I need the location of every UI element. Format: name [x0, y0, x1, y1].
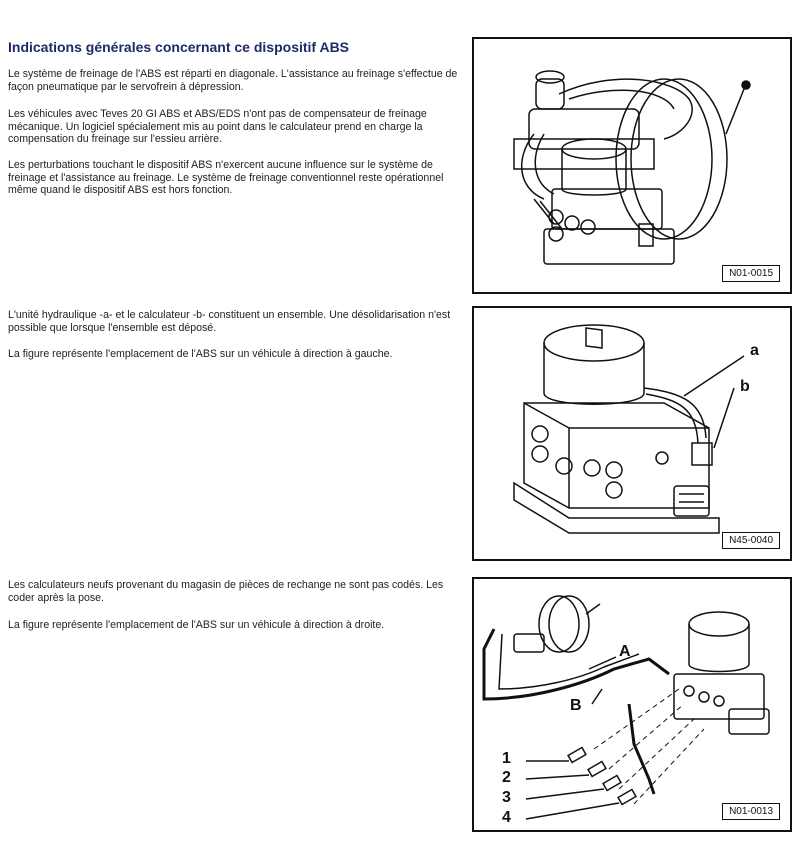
label-B: B — [570, 697, 582, 714]
abs-booster-drawing — [513, 70, 751, 265]
label-A: A — [619, 643, 631, 660]
figure-code-n01-0013: N01-0013 — [722, 803, 780, 820]
label-4: 4 — [502, 809, 511, 826]
label-b: b — [740, 378, 750, 395]
figure-code-n01-0015: N01-0015 — [722, 265, 780, 282]
figure-hydraulic-unit: a b N45-0040 — [472, 306, 792, 561]
paragraph-teves-abs: Les véhicules avec Teves 20 GI ABS et AB… — [8, 108, 427, 146]
figure-abs-with-booster: N01-0015 — [472, 37, 792, 294]
figure-code-n45-0040: N45-0040 — [722, 532, 780, 549]
paragraph-hydraulic-unit: L'unité hydraulique -a- et le calculateu… — [8, 309, 451, 334]
paragraph-left-hand-drive: La figure représente l'emplacement de l'… — [8, 348, 393, 360]
paragraph-diagonal-braking: Le système de freinage de l'ABS est répa… — [8, 68, 458, 93]
paragraph-coding: Les calculateurs neufs provenant du maga… — [8, 579, 444, 604]
paragraph-right-hand-drive: La figure représente l'emplacement de l'… — [8, 619, 385, 631]
hydraulic-unit-drawing — [513, 324, 745, 534]
label-2: 2 — [502, 769, 511, 786]
rhd-abs-drawing — [482, 595, 770, 820]
paragraph-abs-failure: Les perturbations touchant le dispositif… — [8, 159, 444, 197]
figure-right-hand-drive-layout: A B 1 2 3 4 N01-0013 — [472, 577, 792, 832]
label-a: a — [750, 342, 759, 359]
label-3: 3 — [502, 789, 511, 806]
section-title: Indications générales concernant ce disp… — [8, 39, 350, 55]
label-1: 1 — [502, 750, 511, 767]
